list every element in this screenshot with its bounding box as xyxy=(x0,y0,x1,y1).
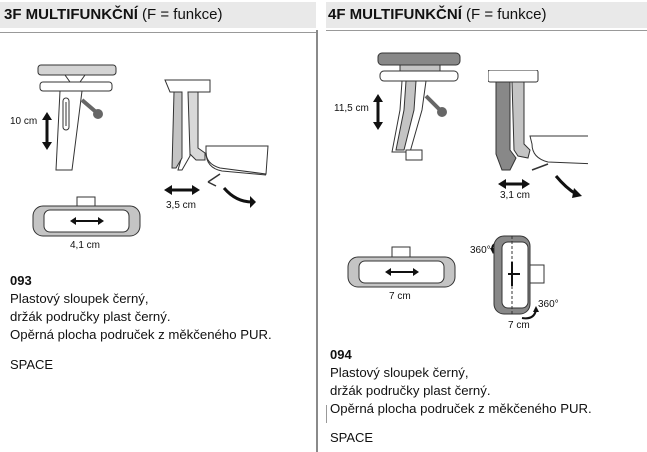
header-3f-suffix: (F = funkce) xyxy=(137,6,223,23)
armrest-3f-top-illustration xyxy=(32,196,141,237)
product-code-094: 094 xyxy=(330,347,352,362)
description-094-line-3: Opěrná plocha područek z měkčeného PUR. xyxy=(330,401,592,416)
right-top-rule xyxy=(326,30,647,31)
left-top-rule xyxy=(0,32,316,33)
column-divider xyxy=(316,30,318,452)
label-4f-rotate-bottom: 360° xyxy=(538,299,559,310)
label-3f-height: 10 cm xyxy=(10,116,38,127)
description-094: Plastový sloupek černý, držák područky p… xyxy=(330,364,592,418)
header-4f-suffix: (F = funkce) xyxy=(461,6,547,23)
label-3f-width: 4,1 cm xyxy=(70,240,101,251)
label-4f-width: 7 cm xyxy=(389,291,411,302)
label-4f-depth-2: 7 cm xyxy=(508,320,530,331)
label-4f-depth: 3,1 cm xyxy=(500,190,531,201)
armrest-3f-side-illustration xyxy=(164,79,269,208)
description-094-line-2: držák područky plast černý. xyxy=(330,383,491,398)
label-4f-height: 11,5 cm xyxy=(334,103,369,114)
label-3f-depth: 3,5 cm xyxy=(166,200,197,211)
description-093-line-3: Opěrná plocha područek z měkčeného PUR. xyxy=(10,327,272,342)
label-4f-rotate-top: 360° xyxy=(470,245,491,256)
description-094-line-1: Plastový sloupek černý, xyxy=(330,365,469,380)
description-093: Plastový sloupek černý, držák područky p… xyxy=(10,290,272,344)
model-name-left: SPACE xyxy=(10,357,54,372)
header-4f-title: 4F MULTIFUNKČNÍ xyxy=(328,6,462,23)
header-4f: 4F MULTIFUNKČNÍ (F = funkce) xyxy=(326,2,647,28)
armrest-3f-front-illustration xyxy=(37,64,117,171)
description-093-line-1: Plastový sloupek černý, xyxy=(10,291,149,306)
header-3f: 3F MULTIFUNKČNÍ (F = funkce) xyxy=(0,2,316,28)
armrest-4f-rotation-illustration xyxy=(490,235,545,320)
model-name-right: SPACE xyxy=(330,430,374,445)
header-3f-title: 3F MULTIFUNKČNÍ xyxy=(4,6,138,23)
description-093-line-2: držák područky plast černý. xyxy=(10,309,171,324)
armrest-4f-side-illustration xyxy=(488,70,588,198)
right-text-marker xyxy=(326,405,327,423)
armrest-4f-top-illustration xyxy=(347,246,456,288)
product-code-093: 093 xyxy=(10,273,32,288)
armrest-4f-front-illustration xyxy=(373,52,461,161)
